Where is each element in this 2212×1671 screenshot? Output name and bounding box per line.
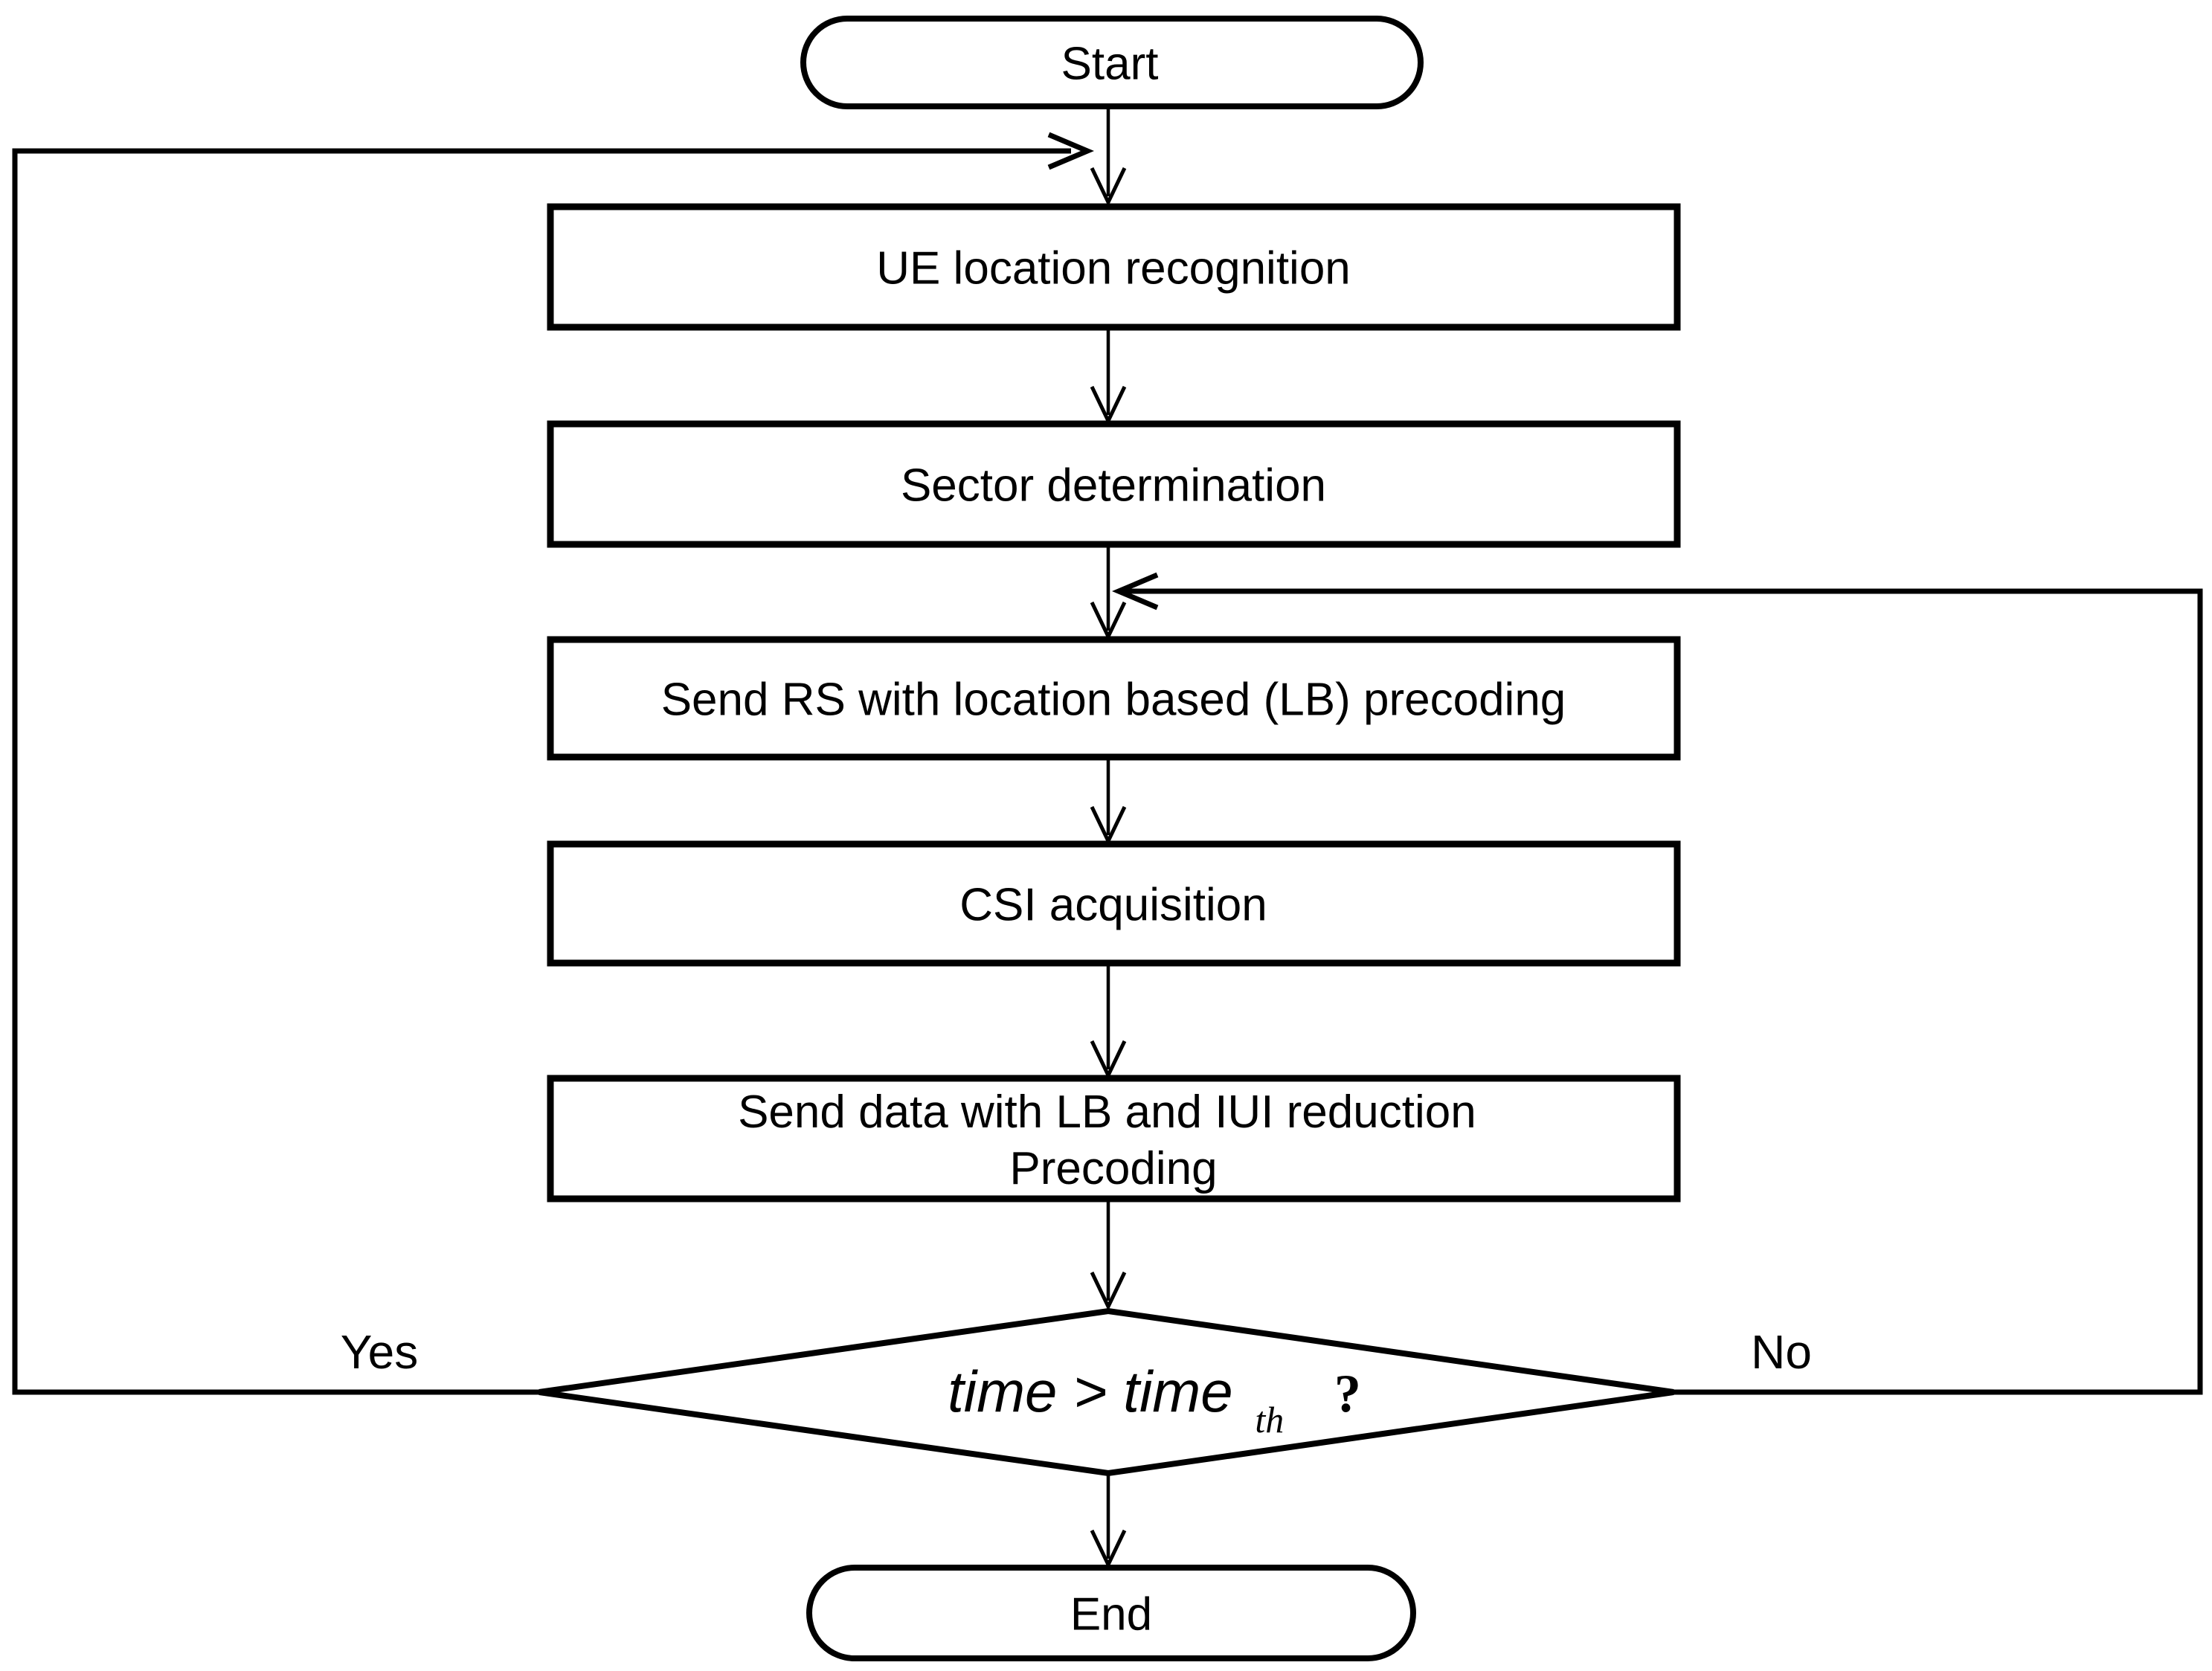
time-decision-shape bbox=[538, 1307, 1674, 1477]
time-decision-expression: time > time bbox=[948, 1359, 1233, 1424]
edge-decision-no-loop-shaft bbox=[1123, 588, 2203, 1395]
start-shape bbox=[800, 16, 1424, 109]
csi-acquisition-shape bbox=[547, 840, 1681, 967]
edge-decision-yes-loop-arrowhead-icon bbox=[1047, 132, 1094, 170]
end-shape bbox=[806, 1565, 1416, 1661]
edge-decision-yes-loop-shaft bbox=[12, 148, 1071, 1395]
node-send-rs-precoding: Send RS with location based (LB) precodi… bbox=[547, 636, 1681, 761]
ue-location-recognition-label: UE location recognition bbox=[876, 243, 1351, 294]
send-data-precoding-line2: Precoding bbox=[1009, 1143, 1217, 1194]
csi-acquisition-label: CSI acquisition bbox=[959, 880, 1267, 931]
node-sector-determination: Sector determination bbox=[547, 420, 1681, 548]
send-rs-precoding-label: Send RS with location based (LB) precodi… bbox=[661, 674, 1566, 726]
time-decision-subscript: th bbox=[1255, 1399, 1284, 1440]
edge-ue-location-to-sector bbox=[1090, 329, 1127, 425]
time-decision-question-mark: ? bbox=[1334, 1364, 1361, 1423]
sector-determination-label: Sector determination bbox=[901, 460, 1326, 512]
node-end: End bbox=[806, 1565, 1416, 1661]
node-csi-acquisition: CSI acquisition bbox=[547, 840, 1681, 967]
edge-decision-to-end bbox=[1090, 1475, 1127, 1569]
edge-start-to-ue-location-arrowhead-icon bbox=[1090, 167, 1127, 207]
node-start: Start bbox=[800, 16, 1424, 109]
time-decision-label: time > time th ? bbox=[948, 1359, 1361, 1445]
edge-send-data-to-decision-arrowhead-icon bbox=[1090, 1271, 1127, 1311]
no-edge-label: No bbox=[1751, 1325, 1812, 1379]
send-data-precoding-shape bbox=[547, 1075, 1681, 1202]
node-time-decision: time > time th ? bbox=[538, 1307, 1674, 1477]
edge-send-data-to-decision bbox=[1090, 1200, 1127, 1311]
start-label: Start bbox=[1061, 39, 1159, 90]
edge-decision-no-loop: No bbox=[1112, 572, 2203, 1395]
sector-determination-shape bbox=[547, 420, 1681, 548]
ue-location-recognition-shape bbox=[547, 203, 1681, 331]
edge-decision-yes-loop: Yes bbox=[12, 132, 1094, 1395]
node-send-data-precoding: Send data with LB and IUI reduction Prec… bbox=[547, 1075, 1681, 1202]
edge-decision-no-loop-arrowhead-icon bbox=[1112, 572, 1159, 611]
end-label: End bbox=[1070, 1589, 1152, 1641]
send-data-precoding-line1: Send data with LB and IUI reduction bbox=[738, 1086, 1476, 1138]
edge-start-to-ue-location bbox=[1090, 106, 1127, 207]
edge-send-rs-to-csi bbox=[1090, 759, 1127, 846]
edge-csi-to-send-data bbox=[1090, 965, 1127, 1080]
node-ue-location-recognition: UE location recognition bbox=[547, 203, 1681, 331]
send-rs-precoding-shape bbox=[547, 636, 1681, 761]
send-data-precoding-label: Send data with LB and IUI reduction Prec… bbox=[738, 1086, 1489, 1194]
yes-edge-label: Yes bbox=[341, 1325, 418, 1379]
